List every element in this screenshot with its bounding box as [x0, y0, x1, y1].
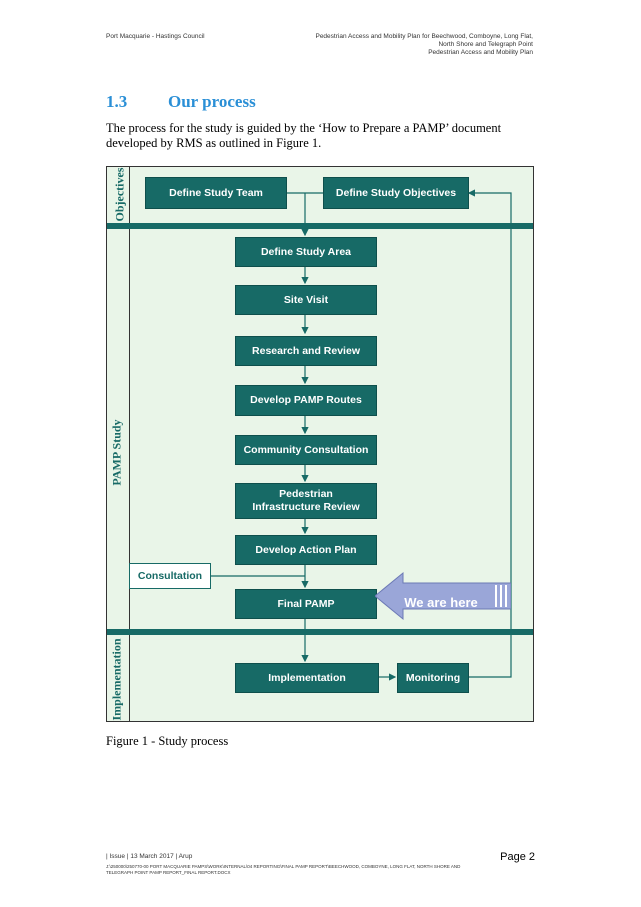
footer-file-path: J:\250000\250770-00 PORT MACQUARIE PAMPS… — [106, 864, 461, 875]
band-divider — [107, 223, 533, 229]
research-and-review-box: Research and Review — [235, 336, 377, 366]
implementation-label: Implementation — [109, 638, 124, 721]
site-visit-box: Site Visit — [235, 285, 377, 315]
define-study-objectives-box: Define Study Objectives — [323, 177, 469, 209]
header-line-2: North Shore and Telegraph Point — [438, 41, 533, 48]
define-study-team-box: Define Study Team — [145, 177, 287, 209]
implementation-box: Implementation — [235, 663, 379, 693]
band-label-rule — [129, 635, 130, 721]
section-number: 1.3 — [106, 92, 128, 111]
pedestrian-infrastructure-review-box: Pedestrian Infrastructure Review — [235, 483, 377, 519]
we-are-here-arrow-icon — [375, 571, 511, 621]
band-divider — [107, 629, 533, 635]
header-council: Port Macquarie - Hastings Council — [106, 33, 205, 40]
header-line-1: Pedestrian Access and Mobility Plan for … — [315, 33, 533, 40]
pamp-study-label: PAMP Study — [109, 419, 124, 486]
page-number: Page 2 — [500, 851, 535, 863]
header-line-3: Pedestrian Access and Mobility Plan — [428, 49, 533, 56]
header-title: Pedestrian Access and Mobility Plan for … — [253, 33, 533, 57]
define-study-area-box: Define Study Area — [235, 237, 377, 267]
we-are-here-label: We are here — [404, 595, 478, 610]
objectives-label: Objectives — [112, 167, 127, 222]
study-process-figure: Objectives PAMP Study Implementation Def… — [106, 166, 534, 722]
section-heading: 1.3 Our process — [106, 92, 256, 112]
band-label-rule — [129, 229, 130, 629]
intro-paragraph: The process for the study is guided by t… — [106, 121, 502, 150]
band-label-rule — [129, 167, 130, 223]
footer-issue: | Issue | 13 March 2017 | Arup — [106, 853, 193, 860]
figure-caption: Figure 1 - Study process — [106, 734, 229, 748]
final-pamp-box: Final PAMP — [235, 589, 377, 619]
monitoring-box: Monitoring — [397, 663, 469, 693]
develop-pamp-routes-box: Develop PAMP Routes — [235, 385, 377, 416]
develop-action-plan-box: Develop Action Plan — [235, 535, 377, 565]
section-title: Our process — [168, 92, 256, 111]
consultation-box: Consultation — [129, 563, 211, 589]
community-consultation-box: Community Consultation — [235, 435, 377, 465]
